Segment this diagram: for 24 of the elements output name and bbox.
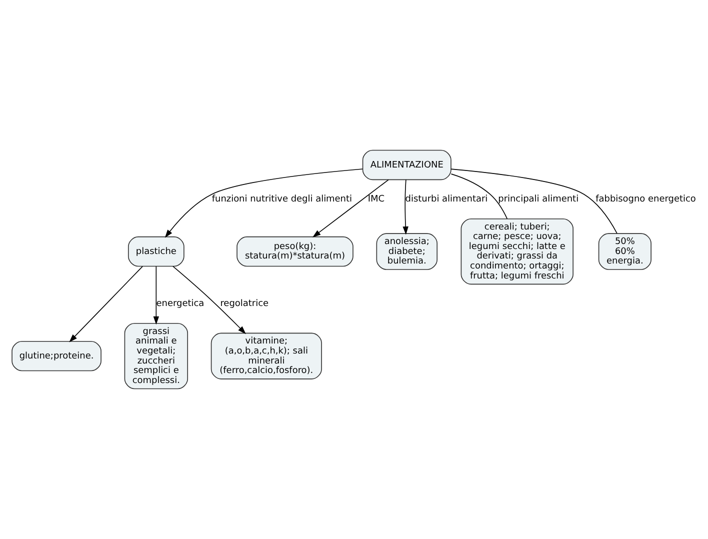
node-box: glutine;proteine. <box>12 340 102 372</box>
arrow <box>402 179 408 235</box>
edge-label: funzioni nutritive degli alimenti <box>212 194 352 205</box>
arrow <box>69 266 143 342</box>
edge-label: IMC <box>368 194 385 205</box>
node-box: anolessia; diabete; bulemia. <box>376 233 438 270</box>
arrow <box>153 266 160 325</box>
edge-label: disturbi alimentari <box>405 194 488 205</box>
connector <box>450 174 508 220</box>
connector <box>450 168 618 234</box>
node-box: plastiche <box>128 236 184 267</box>
arrow <box>172 266 246 334</box>
arrow <box>164 168 364 238</box>
node-box: vitamine; (a,o,b,a,c,h,k); sali minerali (ferro,calcio,fosforo). <box>210 332 322 380</box>
edge-label: regolatrice <box>220 299 269 310</box>
edge-label: energetica <box>156 299 204 310</box>
node-box: grassi animali e vegetali; zuccheri semplici e complessi. <box>124 323 188 390</box>
arrow <box>312 179 389 238</box>
edge-label: fabbisogno energetico <box>596 194 696 205</box>
edge-label: principali alimenti <box>498 194 579 205</box>
node-box: peso(kg): statura(m)*statura(m) <box>236 236 354 267</box>
node-box: ALIMENTAZIONE <box>362 150 452 180</box>
node-box: cereali; tuberi; carne; pesce; uova; legumi secchi; latte e derivati; grassi da condimento; ortaggi; frutta; legumi freschi <box>460 218 574 285</box>
node-box: 50% 60% energia. <box>598 233 652 270</box>
